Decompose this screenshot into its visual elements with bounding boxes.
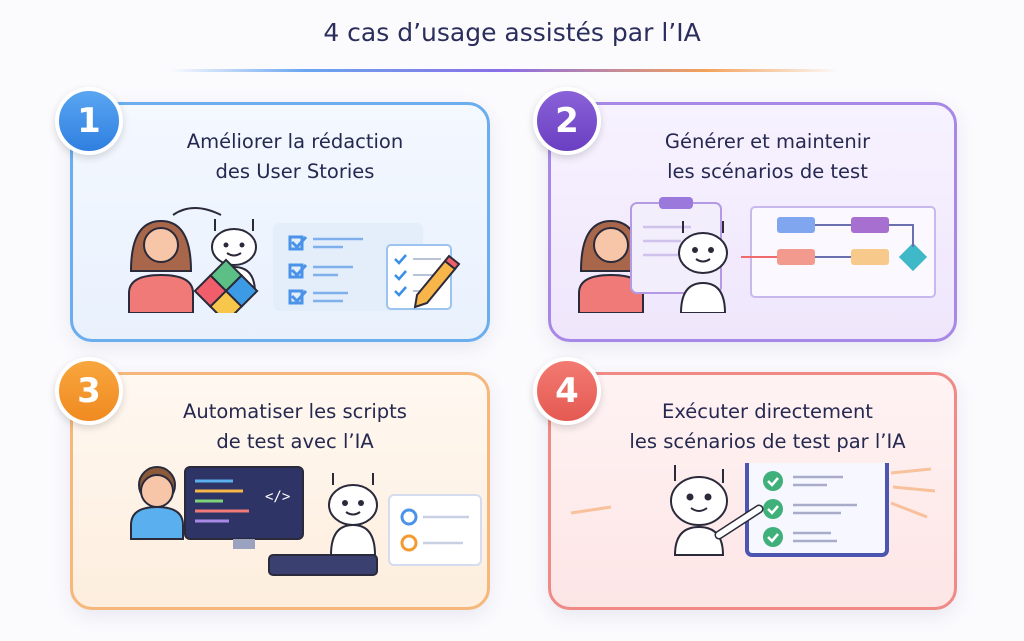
user-story-illustration [128,207,461,313]
document-pencil-icon [386,244,461,310]
card-title-line: des User Stories [215,160,375,183]
card-title-line: Automatiser les scripts [183,400,407,423]
person-icon [130,466,184,540]
keyboard-icon [268,554,378,576]
card-title-line: Exécuter directement [662,400,873,423]
robot-icon [328,473,378,556]
computer-monitor-icon: </> [184,466,304,549]
card-title-line: de test avec l’IA [216,430,374,453]
number-badge: 2 [533,87,601,155]
person-icon [128,219,194,313]
use-case-card-2: 2 Générer et maintenir les scénarios de … [533,87,957,342]
robot-icon [678,221,728,313]
card-title-line: les scénarios de test [667,160,868,183]
card-title-line: Améliorer la rédaction [186,130,404,153]
use-case-card-4: 4 Exécuter directement les scénarios de … [533,357,957,610]
person-icon [578,219,644,313]
test-scenario-illustration [578,197,936,313]
card-title: Exécuter directement les scénarios de te… [591,397,944,457]
card-title: Générer et maintenir les scénarios de te… [591,127,944,187]
use-case-card-1: 1 Améliorer la rédaction des User Storie… [55,87,490,342]
puzzle-icon [193,258,259,313]
settings-panel-icon [388,494,482,566]
number-badge: 1 [55,87,123,155]
card-title-line: Générer et maintenir [664,130,871,153]
card-title-line: les scénarios de test par l’IA [629,430,906,453]
number-badge: 4 [533,357,601,425]
card-title: Améliorer la rédaction des User Stories [113,127,477,187]
robot-icon [670,465,764,556]
svg-text:</>: </> [265,489,290,505]
card-title: Automatiser les scripts de test avec l’I… [113,397,477,457]
page-title: 4 cas d’usage assistés par l’IA [323,18,701,47]
flowchart-icon [741,206,936,298]
execution-illustration [570,463,936,557]
use-case-card-3: 3 Automatiser les scripts de test avec l… [55,357,490,610]
checklist-icon [273,223,423,311]
number-badge: 3 [55,357,123,425]
title-divider [170,69,840,72]
checklist-board-icon [745,463,889,557]
automation-illustration: </> [130,466,482,576]
